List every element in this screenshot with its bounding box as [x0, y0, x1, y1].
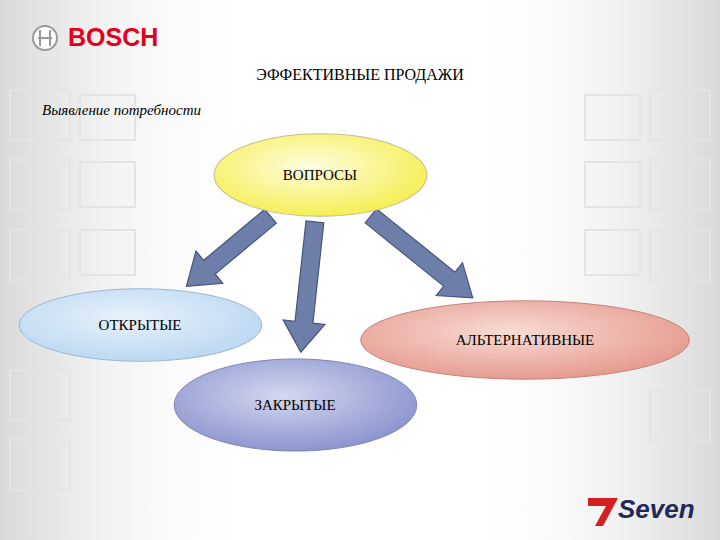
- ellipse-shape: [361, 301, 690, 379]
- ellipse-label: ВОПРОСЫ: [283, 167, 357, 184]
- block-arrow: [186, 209, 276, 286]
- ellipse-text-group: ВОПРОСЫ: [283, 167, 357, 184]
- section-subtitle: Выявление потребности: [42, 102, 201, 119]
- question-ellipse: ОТКРЫТЫЕ: [18, 288, 263, 362]
- ellipse-shape: [19, 289, 262, 362]
- brand-logo: BOSCH: [68, 23, 158, 52]
- ellipse-text-group: ОТКРЫТЫЕ: [99, 317, 182, 334]
- ellipse-text-group: АЛЬТЕРНАТИВНЫЕ: [456, 332, 595, 349]
- ellipse-text-group: ЗАКРЫТЫЕ: [254, 397, 335, 414]
- slide-title: ЭФФЕКТИВНЫЕ ПРОДАЖИ: [256, 66, 463, 84]
- ellipse-label: АЛЬТЕРНАТИВНЫЕ: [456, 332, 595, 349]
- question-ellipse: ВОПРОСЫ: [213, 133, 428, 217]
- question-ellipse: АЛЬТЕРНАТИВНЫЕ: [359, 300, 691, 380]
- ellipse-shape: [214, 134, 427, 216]
- bosch-emblem: [33, 26, 57, 50]
- block-arrow: [283, 221, 325, 352]
- block-arrow: [365, 209, 473, 298]
- ellipse-label: ЗАКРЫТЫЕ: [254, 397, 335, 414]
- ellipse-label: ОТКРЫТЫЕ: [99, 317, 182, 334]
- brand-logo: Seven: [618, 494, 695, 525]
- seven-emblem: [588, 498, 618, 526]
- question-ellipse: ЗАКРЫТЫЕ: [173, 358, 418, 452]
- ellipse-shape: [174, 359, 417, 451]
